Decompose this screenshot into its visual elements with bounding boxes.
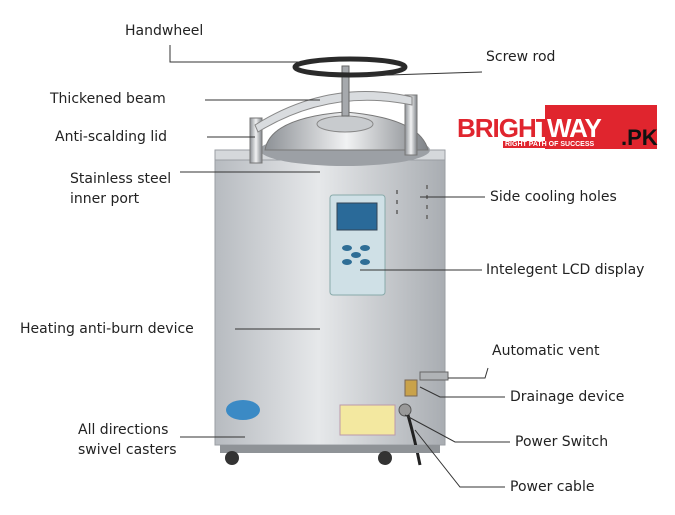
label-side-cooling-holes: Side cooling holes — [490, 189, 617, 205]
label-heating-device: Heating anti-burn device — [20, 321, 194, 337]
label-drainage-device: Drainage device — [510, 389, 625, 405]
label-thickened-beam: Thickened beam — [50, 91, 166, 107]
label-screw-rod: Screw rod — [486, 49, 556, 65]
label-automatic-vent: Automatic vent — [492, 343, 600, 359]
label-power-switch: Power Switch — [515, 434, 609, 450]
logo-suffix: .PK — [621, 125, 658, 150]
body — [214, 149, 446, 446]
leader-lines — [169, 45, 510, 488]
handwheel-shape — [292, 56, 408, 78]
logo-brand-right: WAY — [547, 113, 602, 143]
label-inner-port-line1: Stainless steel — [70, 171, 172, 187]
label-casters-line2: swivel casters — [78, 442, 177, 458]
label-anti-scalding-lid: Anti-scalding lid — [55, 129, 167, 145]
label-casters-line1: All directions — [78, 422, 169, 438]
label-inner-port: Stainless steel inner port — [70, 169, 171, 209]
label-handwheel: Handwheel — [125, 23, 204, 39]
label-power-cable: Power cable — [510, 479, 595, 495]
logo-brand-left: BRIGHT — [457, 113, 552, 143]
label-inner-port-line2: inner port — [70, 191, 140, 207]
brightway-logo: BRIGHT WAY RIGHT PATH OF SUCCESS .PK — [455, 103, 665, 158]
label-lcd-display: Intelegent LCD display — [486, 262, 645, 278]
logo-tagline: RIGHT PATH OF SUCCESS — [503, 141, 597, 148]
label-casters: All directions swivel casters — [78, 420, 177, 460]
